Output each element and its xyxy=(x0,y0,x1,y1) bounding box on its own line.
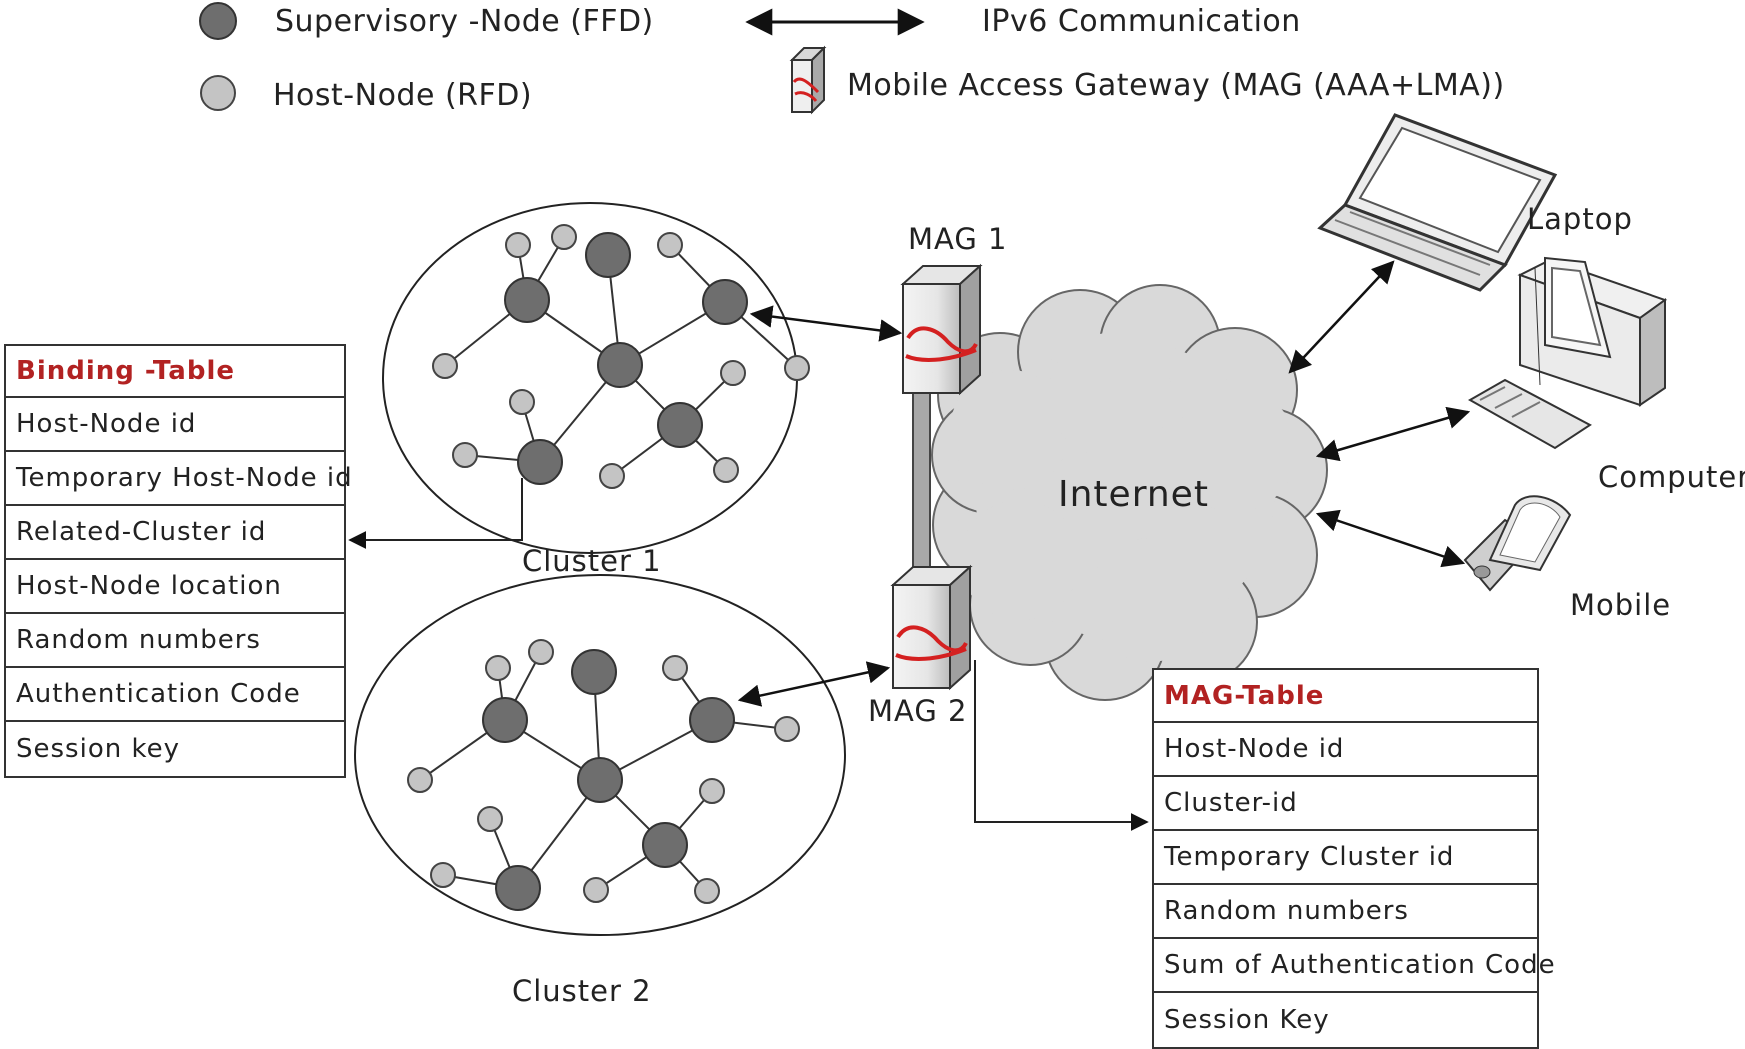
mag-table-row: Session Key xyxy=(1164,1005,1330,1035)
binding-table-row: Temporary Host-Node id xyxy=(6,452,352,506)
legend-host-node-label: Host-Node (RFD) xyxy=(273,78,533,113)
mag-table-row: Temporary Cluster id xyxy=(1154,831,1537,885)
computer-label: Computer xyxy=(1598,460,1745,494)
binding-table-row: Related-Cluster id xyxy=(6,506,344,560)
binding-table-title: Binding -Table xyxy=(6,346,344,398)
mag-table-row: Sum of Authentication Code xyxy=(1154,939,1555,993)
mag-backbone-link xyxy=(912,379,931,591)
computer-icon xyxy=(1467,256,1668,450)
mag-table-title: MAG-Table xyxy=(1154,670,1537,723)
cluster-1-nodes xyxy=(432,224,810,489)
mag-2-label: MAG 2 xyxy=(868,694,968,728)
mag-table-row: Host-Node id xyxy=(1154,723,1537,777)
mag-table-row: Cluster-id xyxy=(1154,777,1537,831)
ipv6-arrows xyxy=(737,260,1471,707)
mag-1-label: MAG 1 xyxy=(908,222,1008,256)
cluster-2-label: Cluster 2 xyxy=(512,974,652,1008)
internet-label: Internet xyxy=(1058,474,1209,515)
binding-table-row: Authentication Code xyxy=(6,668,344,722)
mag-1-server-icon xyxy=(900,263,983,396)
mobile-label: Mobile xyxy=(1570,588,1672,622)
legend-supervisory-node-label: Supervisory -Node (FFD) xyxy=(275,4,654,39)
binding-table-row: Host-Node id xyxy=(6,398,344,452)
legend-mag-label: Mobile Access Gateway (MAG (AAA+LMA)) xyxy=(847,68,1505,103)
cluster-2-nodes xyxy=(407,639,800,911)
binding-table-row: Host-Node location xyxy=(6,560,344,614)
legend-mag-server-icon xyxy=(789,45,827,115)
mag-table: MAG-Table Host-Node id Cluster-id Tempor… xyxy=(1152,668,1555,1049)
binding-table: Binding -Table Host-Node id Temporary Ho… xyxy=(4,344,352,778)
mobile-phone-icon xyxy=(1463,495,1572,592)
cluster-1-to-binding-table-arrow xyxy=(348,478,523,549)
laptop-icon xyxy=(1317,113,1558,292)
internet-cloud xyxy=(931,284,1328,701)
mag-2-server-icon xyxy=(890,564,973,691)
legend-host-node-icon xyxy=(200,75,236,111)
mag-2-to-mag-table-arrow xyxy=(974,660,1149,831)
laptop-label: Laptop xyxy=(1527,202,1633,236)
mag-table-row: Random numbers xyxy=(1154,885,1537,939)
legend-ipv6-label: IPv6 Communication xyxy=(982,4,1301,39)
binding-table-row: Random numbers xyxy=(6,614,344,668)
cluster-2-boundary xyxy=(354,574,846,936)
binding-table-row: Session key xyxy=(16,734,180,764)
legend-supervisory-node-icon xyxy=(199,2,237,40)
cluster-1-label: Cluster 1 xyxy=(522,544,662,578)
